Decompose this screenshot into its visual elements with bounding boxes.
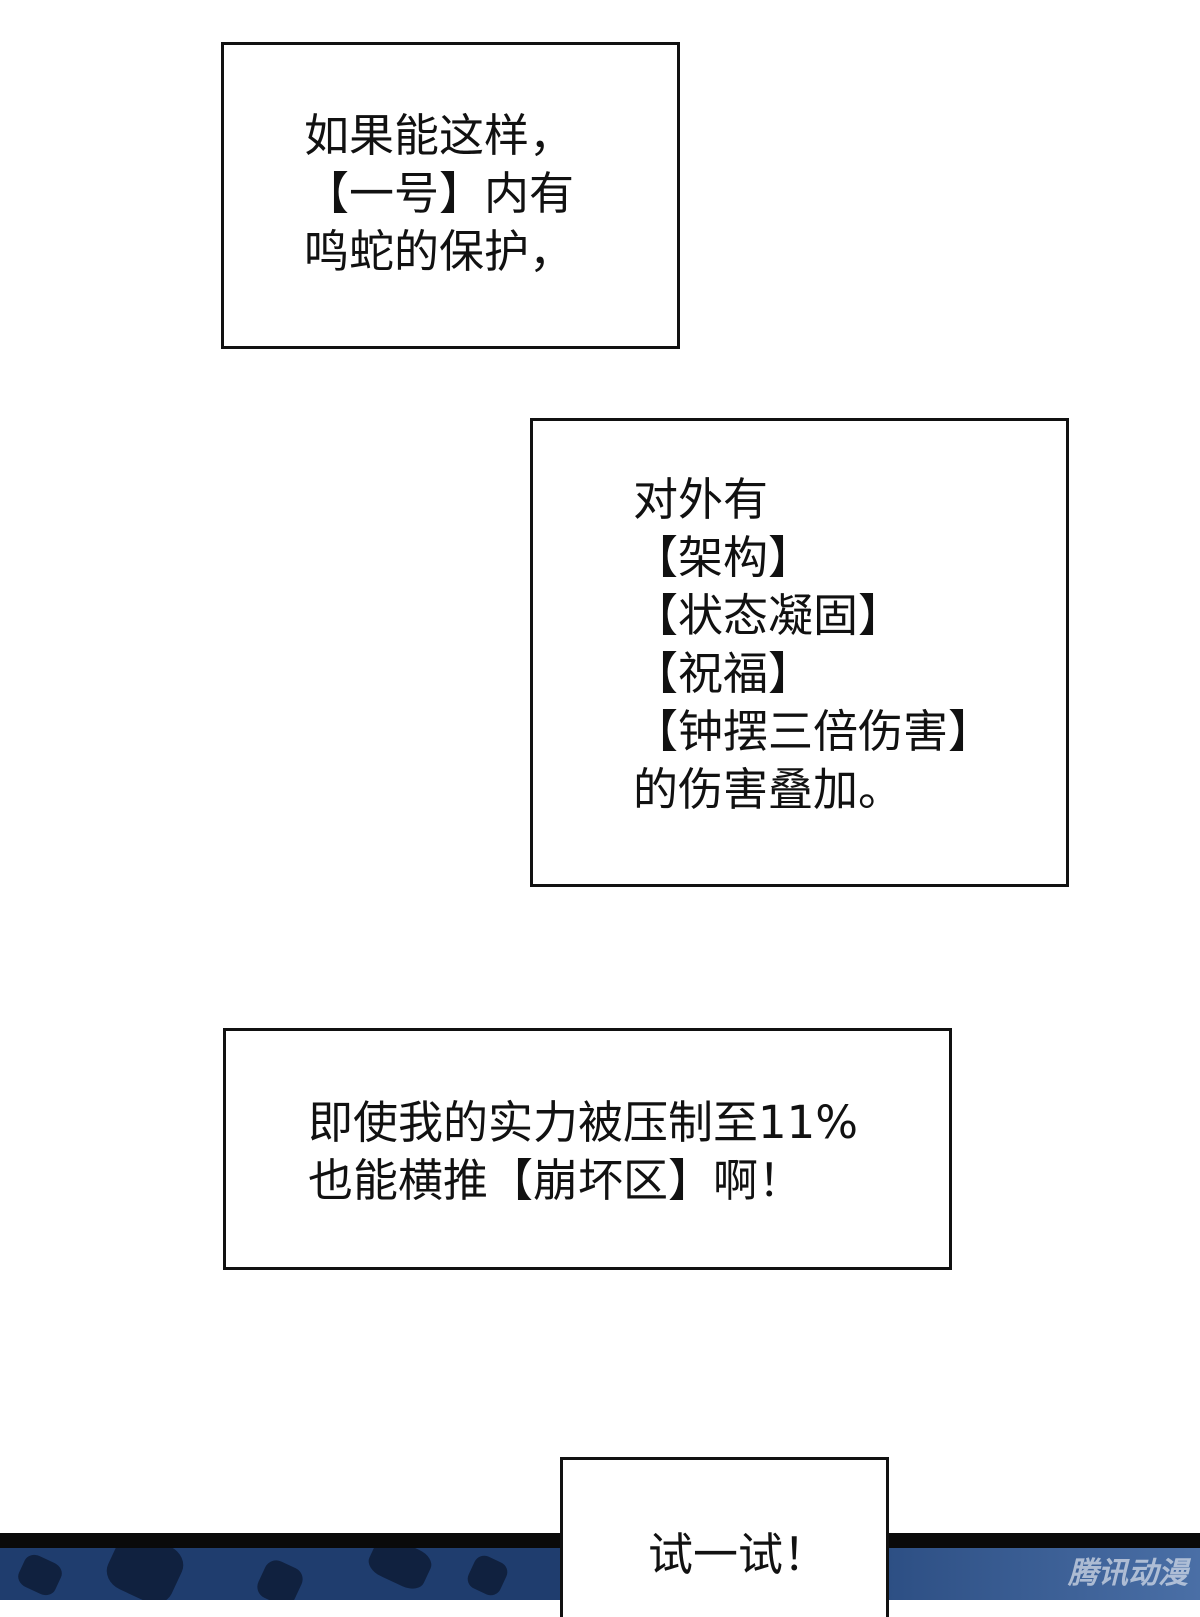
text-line: 【一号】内有 <box>304 167 575 220</box>
rock-shape <box>100 1548 190 1600</box>
speech-text: 如果能这样，【一号】内有鸣蛇的保护， <box>304 107 574 281</box>
speech-box-4: 试一试！ <box>560 1457 889 1617</box>
rock-shape <box>253 1556 307 1600</box>
text-line: 试一试！ <box>648 1528 829 1581</box>
rock-shape <box>14 1551 66 1599</box>
rock-shape <box>364 1548 436 1594</box>
text-line: 【钟摆三倍伤害】 <box>633 705 994 758</box>
text-line: 鸣蛇的保护， <box>304 225 575 278</box>
text-line: 对外有 <box>633 473 769 526</box>
watermark-logo: 腾讯动漫 <box>1068 1556 1188 1591</box>
speech-box-1: 如果能这样，【一号】内有鸣蛇的保护， <box>221 42 680 349</box>
speech-text: 对外有【架构】【状态凝固】【祝福】【钟摆三倍伤害】的伤害叠加。 <box>633 471 993 819</box>
text-line: 也能横推【崩坏区】啊！ <box>308 1154 804 1207</box>
text-line: 即使我的实力被压制至11% <box>308 1096 859 1149</box>
text-line: 【架构】 <box>633 531 814 584</box>
text-line: 如果能这样， <box>304 109 575 162</box>
text-line: 的伤害叠加。 <box>633 763 904 816</box>
speech-text: 试一试！ <box>648 1526 828 1584</box>
speech-box-3: 即使我的实力被压制至11%也能横推【崩坏区】啊！ <box>223 1028 952 1270</box>
speech-box-2: 对外有【架构】【状态凝固】【祝福】【钟摆三倍伤害】的伤害叠加。 <box>530 418 1069 887</box>
rock-shape <box>464 1552 511 1599</box>
text-line: 【祝福】 <box>633 647 814 700</box>
speech-text: 即使我的实力被压制至11%也能横推【崩坏区】啊！ <box>308 1094 858 1210</box>
text-line: 【状态凝固】 <box>633 589 904 642</box>
night-sky-background-right: 腾讯动漫 <box>888 1548 1200 1600</box>
